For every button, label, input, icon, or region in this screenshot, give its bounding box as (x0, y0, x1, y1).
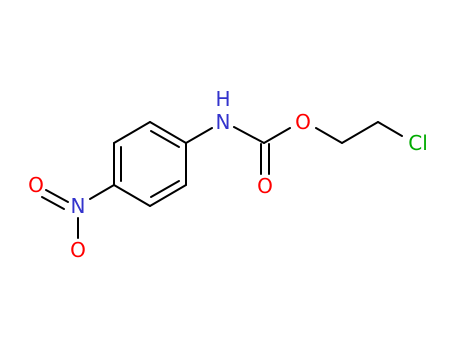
bonds (41, 121, 403, 239)
atom-o-carbonyl-label: O (257, 174, 273, 198)
atom-o-nitro-bottom-label: O (70, 238, 86, 262)
ring-bond-6 (113, 121, 151, 144)
bond-ch2-ch2 (341, 121, 379, 144)
atom-n-nitro-label: N (71, 194, 86, 218)
ring-bond-1 (149, 121, 187, 144)
ring-bond-4 (113, 184, 151, 207)
atom-o-ester-label: O (295, 110, 311, 134)
atom-n-amine-label: N (216, 110, 231, 134)
ring-double-1 (150, 130, 180, 148)
ring-bond-3 (149, 184, 187, 207)
bond-ch2-cl (377, 121, 403, 137)
bond-ring-nitro (89, 184, 115, 200)
ring-double-2 (150, 180, 180, 198)
bond-nh-carbonyl (233, 126, 265, 144)
bond-nitro-o-top-2 (41, 196, 65, 210)
bond-carbonyl-ester-o (263, 127, 291, 144)
atom-labels: H N O O Cl O N O (28, 87, 428, 262)
atom-cl-label: Cl (408, 131, 428, 155)
bond-ring-nh (185, 127, 213, 144)
atom-o-nitro-top-label: O (28, 173, 44, 197)
bond-ester-o-ch2 (315, 127, 343, 144)
atom-h-label: H (215, 87, 230, 111)
bond-nitro-o-top-1 (45, 189, 69, 203)
